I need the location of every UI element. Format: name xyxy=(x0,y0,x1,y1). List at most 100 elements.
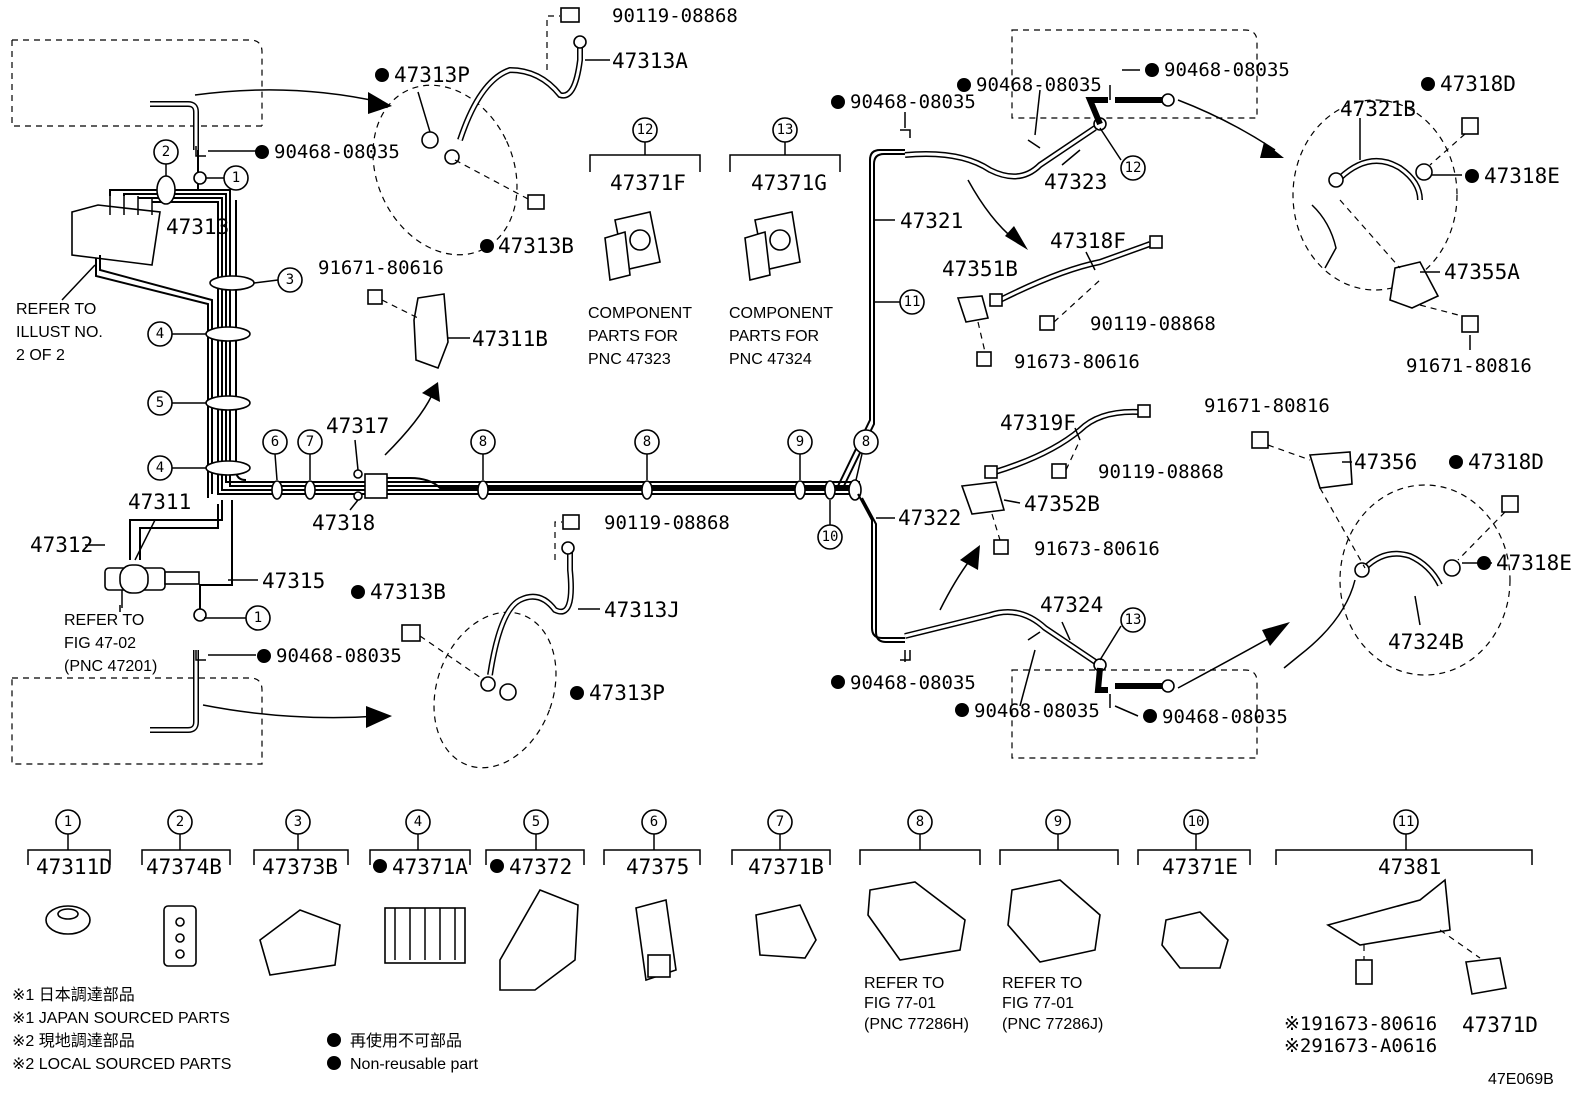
label-91673-80616: 91673-80616 xyxy=(1014,351,1140,373)
svg-text:5: 5 xyxy=(156,395,164,411)
bolt-91673 xyxy=(1355,959,1373,985)
clamp-3 xyxy=(209,275,255,291)
washer-47313P-b xyxy=(499,683,517,701)
svg-text:PNC 47324: PNC 47324 xyxy=(729,351,812,368)
frame-upper-left-2 xyxy=(11,40,262,127)
svg-text:8: 8 xyxy=(643,434,651,450)
svg-text:47371E: 47371E xyxy=(1162,855,1238,879)
leader-lines xyxy=(61,59,1492,717)
frame-upper-right xyxy=(1011,29,1258,119)
clip-symbols xyxy=(195,85,1111,708)
hose-47321B xyxy=(1337,158,1423,201)
clamp-47371E xyxy=(1161,911,1229,969)
svg-text:※291673-A0616: ※291673-A0616 xyxy=(1284,1035,1437,1057)
clip-47371G xyxy=(744,211,801,281)
clamp-10 xyxy=(824,480,836,500)
svg-text:FIG 77-01: FIG 77-01 xyxy=(864,995,936,1012)
frame-upper-left xyxy=(12,39,263,126)
label-47324: 47324 xyxy=(1040,593,1103,617)
clip-47371D xyxy=(1465,957,1507,995)
label-90119-08868: 90119-08868 xyxy=(612,5,738,27)
label-91671-80816: 91671-80816 xyxy=(1406,355,1532,377)
label-47322: 47322 xyxy=(898,506,961,530)
bolt-91671-80816-b xyxy=(1251,431,1269,449)
svg-text:FIG 77-01: FIG 77-01 xyxy=(1002,995,1074,1012)
svg-text:10: 10 xyxy=(1188,814,1205,830)
arrow-upper-left xyxy=(194,89,381,103)
svg-text:5: 5 xyxy=(532,814,540,830)
svg-text:12: 12 xyxy=(637,122,654,138)
tube-joint xyxy=(364,473,388,499)
svg-text:13: 13 xyxy=(1125,612,1142,628)
clamp-group-8 xyxy=(867,881,966,961)
clamp-group-9 xyxy=(1007,879,1101,963)
svg-text:(PNC 77286J): (PNC 77286J) xyxy=(1002,1016,1103,1033)
clamp-4-upper xyxy=(205,326,251,342)
svg-text:4: 4 xyxy=(414,814,422,830)
label-47324B: 47324B xyxy=(1388,630,1464,654)
svg-text:10: 10 xyxy=(822,529,839,545)
svg-text:9: 9 xyxy=(1054,814,1062,830)
detail-front-right xyxy=(433,611,557,769)
hose-47313A xyxy=(457,45,583,141)
svg-text:1: 1 xyxy=(232,170,240,186)
svg-text:ILLUST NO.: ILLUST NO. xyxy=(16,324,103,341)
label-91673-80616-b: 91673-80616 xyxy=(1034,538,1160,560)
grommet-lower xyxy=(193,608,207,622)
label-90468-08035-c: 90468-08035 xyxy=(850,91,976,113)
svg-text:8: 8 xyxy=(479,434,487,450)
clamp-9 xyxy=(794,480,806,500)
bracket-47352B xyxy=(960,481,1006,515)
clamp-2 xyxy=(156,175,176,205)
label-47313P-b: 47313P xyxy=(589,681,665,705)
label-47318F: 47318F xyxy=(1050,229,1126,253)
svg-text:REFER TO: REFER TO xyxy=(16,301,96,318)
svg-text:47373B: 47373B xyxy=(262,855,338,879)
washer-47313P-a xyxy=(421,131,439,149)
bracket-47356 xyxy=(1308,451,1353,489)
svg-text:47371A: 47371A xyxy=(392,855,468,879)
label-47313A: 47313A xyxy=(612,49,688,73)
label-47352B: 47352B xyxy=(1024,492,1100,516)
bracket-47311B xyxy=(413,293,449,370)
label-47351B: 47351B xyxy=(942,257,1018,281)
svg-text:再使用不可部品: 再使用不可部品 xyxy=(350,1032,462,1050)
svg-text:7: 7 xyxy=(306,434,314,450)
svg-text:4: 4 xyxy=(156,460,164,476)
reference-notes: REFER TO ILLUST NO. 2 OF 2 REFER TO FIG … xyxy=(16,301,833,675)
svg-text:47372: 47372 xyxy=(509,855,572,879)
label-47315: 47315 xyxy=(262,569,325,593)
label-47318E-b: 47318E xyxy=(1496,551,1572,575)
svg-text:PARTS FOR: PARTS FOR xyxy=(588,328,678,345)
clamp-5 xyxy=(205,395,251,411)
svg-text:12: 12 xyxy=(1125,160,1142,176)
label-47318: 47318 xyxy=(312,511,375,535)
label-47371G: 47371G xyxy=(751,171,827,195)
hose-47324 xyxy=(904,609,1102,668)
svg-text:※1 日本調達部品: ※1 日本調達部品 xyxy=(12,986,135,1004)
svg-text:1: 1 xyxy=(64,814,72,830)
clamp-4-lower xyxy=(205,460,251,476)
label-90468-08035-f: 90468-08035 xyxy=(850,672,976,694)
label-47313: 47313 xyxy=(166,215,229,239)
label-47319F: 47319F xyxy=(1000,411,1076,435)
svg-text:(PNC 77286H): (PNC 77286H) xyxy=(864,1016,969,1033)
svg-text:11: 11 xyxy=(904,294,921,310)
label-47321B: 47321B xyxy=(1340,97,1416,121)
tube-47322 xyxy=(857,493,905,639)
label-90468-08035-d: 90468-08035 xyxy=(976,74,1102,96)
svg-text:3: 3 xyxy=(294,814,302,830)
label-47311B: 47311B xyxy=(472,327,548,351)
label-47318E: 47318E xyxy=(1484,164,1560,188)
svg-text:47381: 47381 xyxy=(1378,855,1441,879)
bolt-91673-b xyxy=(993,539,1009,555)
label-47313J: 47313J xyxy=(604,598,680,622)
svg-text:※191673-80616: ※191673-80616 xyxy=(1284,1013,1437,1035)
label-90119-08868-b: 90119-08868 xyxy=(604,512,730,534)
bracket-47355A xyxy=(1389,261,1440,309)
svg-text:COMPONENT: COMPONENT xyxy=(729,305,833,322)
label-47355A: 47355A xyxy=(1444,260,1520,284)
label-90468-08035-e: 90468-08035 xyxy=(1164,59,1290,81)
label-90468-08035-g: 90468-08035 xyxy=(974,700,1100,722)
clamp-8-a xyxy=(477,480,489,500)
